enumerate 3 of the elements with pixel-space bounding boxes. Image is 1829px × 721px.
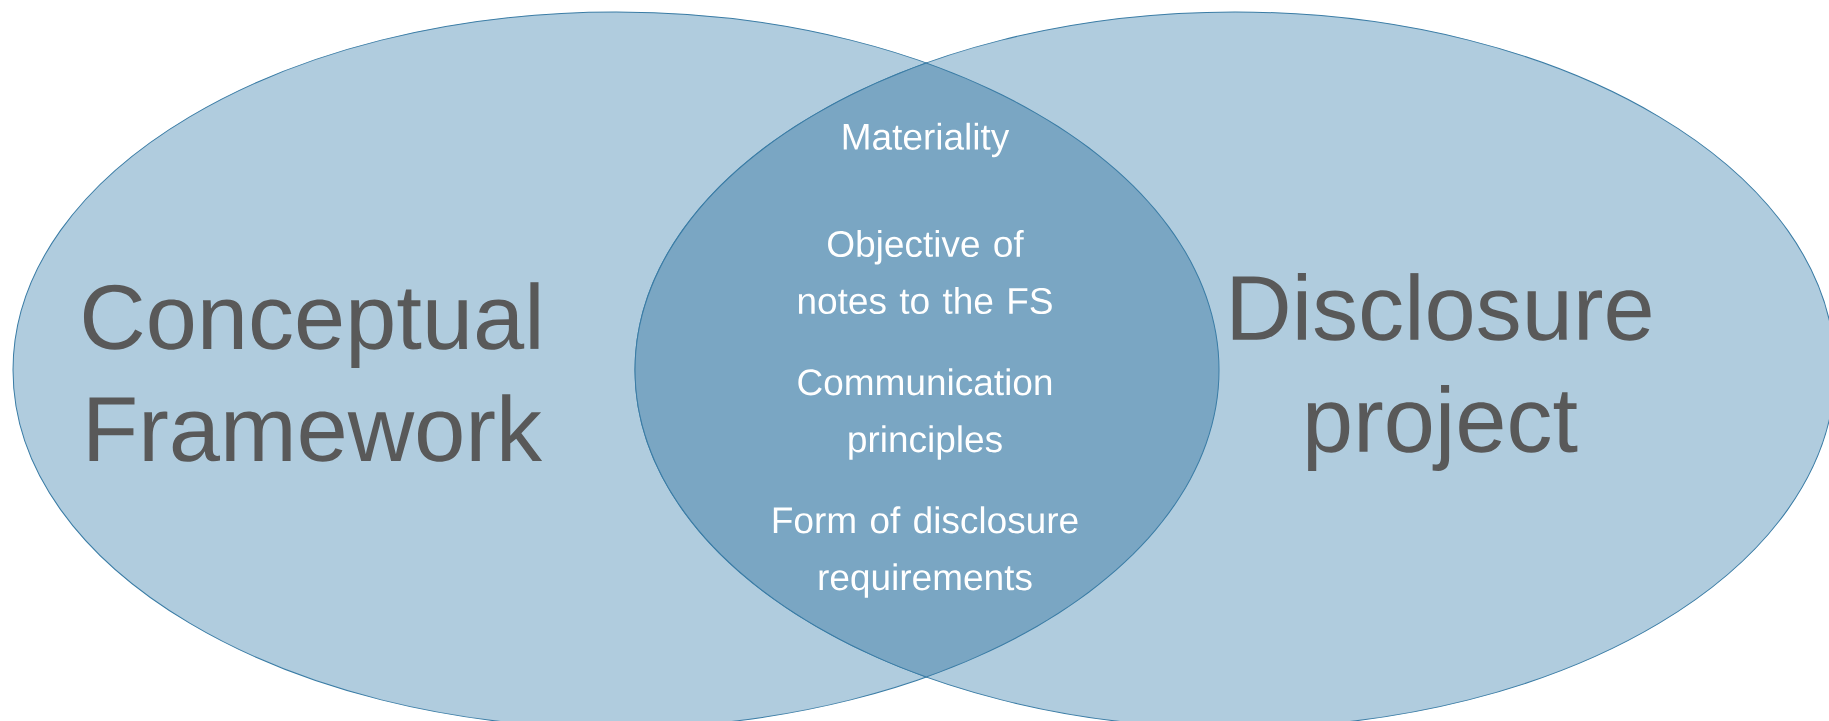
node-label: Disclosure project — [1232, 273, 1651, 471]
node-label: Conceptual Framework — [83, 282, 543, 462]
venn-overlap: Materiality Objective of notes to the FS Communication principles Form of disclosure requirements — [634, 62, 1220, 678]
